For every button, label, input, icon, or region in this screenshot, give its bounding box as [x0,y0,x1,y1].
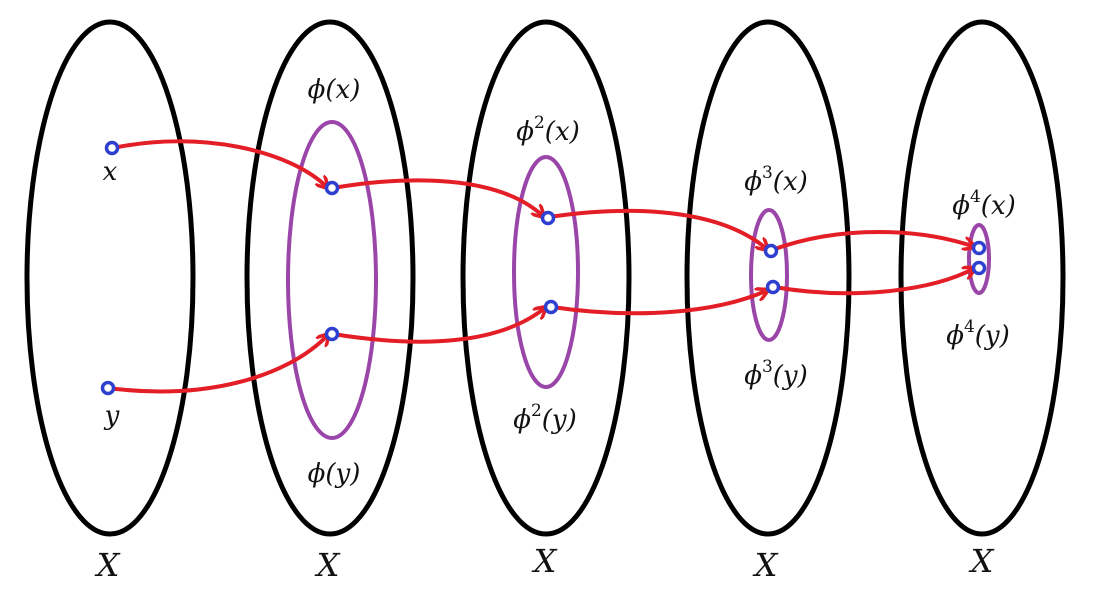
arrow-y-0 [106,334,329,394]
image-label-y-1: ϕ(y) [308,459,361,489]
point-y-3 [765,279,781,295]
set-labels-group: X X X X X [94,542,995,584]
sets-group [24,19,1066,537]
set-label-3: X [752,546,779,584]
image-label-y-3: ϕ3(y) [744,357,808,391]
point-x-0 [104,140,120,156]
point-y-2 [543,299,559,315]
point-x-4 [971,240,987,256]
point-x-2 [540,210,556,226]
point-x-1 [324,180,340,196]
arrows-group [106,139,975,394]
image-labels-group: ϕ(x) ϕ(y) ϕ2(x) ϕ2(y) ϕ3(x) ϕ3(y) ϕ4(x) … [308,75,1016,489]
point-labels-group: x y [103,157,120,431]
image-sets-group [286,120,991,440]
image-label-x-4: ϕ4(x) [952,187,1016,221]
set-ellipse-1 [244,19,416,537]
set-ellipse-2 [460,19,632,537]
image-label-x-2: ϕ2(x) [516,113,580,147]
arrow-x-0 [111,139,328,188]
point-label-y: y [104,401,120,431]
set-label-4: X [968,542,995,580]
point-y-4 [971,260,987,276]
image-label-y-2: ϕ2(y) [513,401,577,435]
image-label-x-1: ϕ(x) [308,75,361,105]
point-x-3 [763,243,779,259]
arrow-x-1 [331,178,544,217]
arrow-y-2 [550,290,768,316]
image-label-x-3: ϕ3(x) [744,163,808,197]
point-y-1 [324,326,340,342]
point-label-x: x [103,157,118,187]
arrow-x-3 [770,230,975,252]
set-label-1: X [314,546,341,584]
image-ellipse-3 [749,208,789,342]
image-ellipse-2 [512,155,580,389]
arrow-y-3 [772,268,975,296]
set-ellipse-4 [898,19,1066,537]
image-ellipse-4 [967,223,991,295]
image-label-y-4: ϕ4(y) [946,317,1010,351]
set-ellipse-0 [24,19,196,537]
image-ellipse-1 [286,120,378,440]
arrow-x-2 [547,208,768,250]
points-group [100,140,987,396]
set-label-2: X [531,542,558,580]
point-y-0 [100,380,116,396]
set-ellipse-3 [684,19,852,537]
arrow-y-1 [331,307,546,344]
set-label-0: X [94,546,121,584]
